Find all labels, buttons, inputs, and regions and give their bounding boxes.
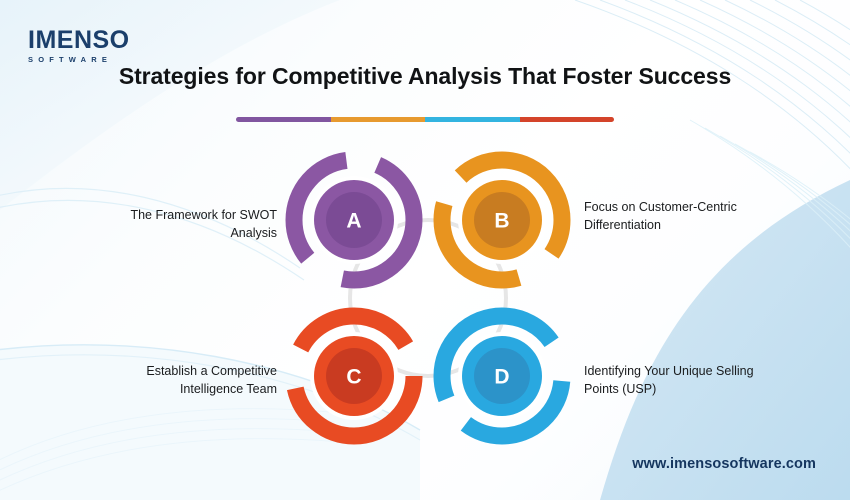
node-a-letter: A — [346, 210, 361, 233]
node-d-letter: D — [494, 366, 509, 389]
node-b-core — [474, 192, 530, 248]
four-node-cycle-diagram: A B C — [278, 142, 578, 454]
divider-segment-blue — [425, 117, 520, 122]
logo-subtext: SOFTWARE — [28, 55, 113, 64]
node-c-letter: C — [346, 366, 361, 389]
node-a-outer-ring — [285, 151, 423, 289]
node-b-outer-ring — [433, 151, 571, 289]
node-d-label: Identifying Your Unique Selling Points (… — [584, 364, 754, 396]
node-b-letter: B — [494, 210, 509, 233]
node-c-label: Establish a Competitive Intelligence Tea… — [146, 364, 277, 396]
node-d[interactable]: D — [433, 307, 571, 445]
page-title: Strategies for Competitive Analysis That… — [118, 63, 732, 89]
node-b-label: Focus on Customer-Centric Differentiatio… — [584, 200, 737, 232]
brand-logo: IMENSO SOFTWARE — [28, 28, 208, 64]
website-url[interactable]: www.imensosoftware.com — [632, 456, 816, 472]
node-c-outer-ring — [285, 307, 423, 445]
color-divider — [236, 117, 614, 122]
node-d-core — [474, 348, 530, 404]
node-b[interactable]: B — [433, 151, 571, 289]
node-c[interactable]: C — [285, 307, 423, 445]
node-a-core — [326, 192, 382, 248]
node-a-label: The Framework for SWOT Analysis — [130, 208, 277, 240]
divider-segment-orange — [330, 117, 425, 122]
node-a[interactable]: A — [285, 151, 423, 289]
divider-segment-red — [519, 117, 614, 122]
node-d-outer-ring — [433, 307, 571, 445]
connector-ring — [348, 218, 508, 378]
node-c-core — [326, 348, 382, 404]
divider-segment-purple — [236, 117, 331, 122]
logo-wordmark: IMENSO — [28, 26, 130, 54]
